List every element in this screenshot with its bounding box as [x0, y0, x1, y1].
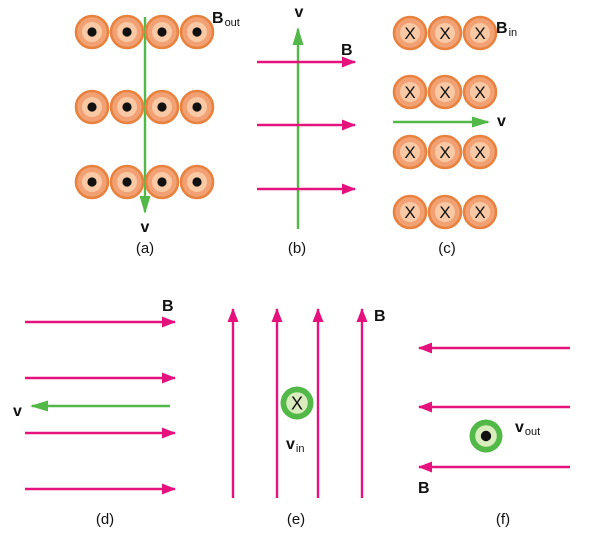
panel-d-caption: (d) [95, 511, 115, 528]
svg-text:X: X [439, 24, 450, 43]
field-out-symbol [74, 164, 110, 200]
v-label-main: v [515, 419, 524, 436]
field-in-symbol: X [392, 194, 428, 230]
panel-b-caption: (b) [287, 240, 307, 257]
field-out-symbol [179, 164, 215, 200]
field-in-symbol: X [392, 74, 428, 110]
field-in-symbol: X [392, 134, 428, 170]
field-out-symbol [144, 14, 180, 50]
v-label-sub: out [524, 426, 541, 438]
svg-text:X: X [439, 83, 450, 102]
b-label-d: B [162, 298, 174, 315]
v-label-c: v [497, 113, 506, 130]
b-label-b: B [341, 42, 353, 59]
field-in-symbol: X [392, 15, 428, 51]
velocity-in-symbol: X [280, 386, 314, 420]
panel-c-graphics: X X X X X X X X X X X X [392, 15, 498, 230]
b-label-e: B [374, 308, 386, 325]
field-out-symbol [109, 89, 145, 125]
v-label-a: v [140, 219, 150, 236]
velocity-out-of-page-symbol [469, 419, 503, 453]
field-in-symbol: X [462, 134, 498, 170]
b-label-main: B [212, 10, 224, 27]
svg-text:X: X [474, 203, 485, 222]
v-label-main: v [286, 436, 295, 453]
v-label-b: v [294, 4, 304, 21]
panel-f-caption: (f) [495, 511, 511, 528]
field-in-symbol: X [427, 15, 463, 51]
b-label-f: B [418, 480, 430, 497]
panel-b-graphics [257, 27, 356, 229]
v-label-d: v [13, 403, 22, 420]
svg-text:X: X [404, 203, 415, 222]
b-label-sub: out [224, 17, 240, 29]
velocity-out-symbol [469, 419, 503, 453]
field-out-symbol [109, 14, 145, 50]
svg-text:X: X [474, 24, 485, 43]
field-out-symbol [144, 89, 180, 125]
v-in-label: vin [286, 437, 304, 455]
b-out-label: Bout [212, 11, 240, 29]
field-out-symbol [179, 14, 215, 50]
svg-text:X: X [439, 203, 450, 222]
v-label-sub: in [295, 443, 305, 455]
field-in-symbol: X [427, 194, 463, 230]
panel-e-caption: (e) [286, 511, 306, 528]
b-in-label: Bin [496, 21, 517, 39]
field-in-symbol: X [462, 74, 498, 110]
svg-text:X: X [474, 83, 485, 102]
svg-text:X: X [404, 24, 415, 43]
panel-d-graphics [25, 316, 176, 495]
field-out-symbol [179, 89, 215, 125]
field-in-symbol: X [427, 134, 463, 170]
field-in-symbol: X [462, 15, 498, 51]
field-out-symbol [74, 89, 110, 125]
field-out-grid [74, 14, 215, 200]
velocity-into-page-symbol: X [280, 386, 314, 420]
panel-e-graphics: X [227, 308, 368, 498]
svg-text:X: X [404, 83, 415, 102]
field-out-symbol [74, 14, 110, 50]
svg-text:X: X [474, 143, 485, 162]
b-label-main: B [496, 20, 508, 37]
svg-text:X: X [404, 143, 415, 162]
panel-c-caption: (c) [438, 240, 456, 257]
field-out-symbol [109, 164, 145, 200]
panel-f-graphics [418, 342, 570, 473]
svg-text:X: X [439, 143, 450, 162]
v-out-label: vout [515, 420, 540, 438]
b-label-sub: in [508, 27, 518, 39]
panel-a-graphics [74, 14, 215, 214]
field-in-grid: X X X X X X X X X X X X [392, 15, 498, 230]
field-in-symbol: X [462, 194, 498, 230]
panel-a-caption: (a) [135, 240, 155, 257]
svg-text:X: X [291, 394, 303, 414]
field-out-symbol [144, 164, 180, 200]
field-in-symbol: X [427, 74, 463, 110]
